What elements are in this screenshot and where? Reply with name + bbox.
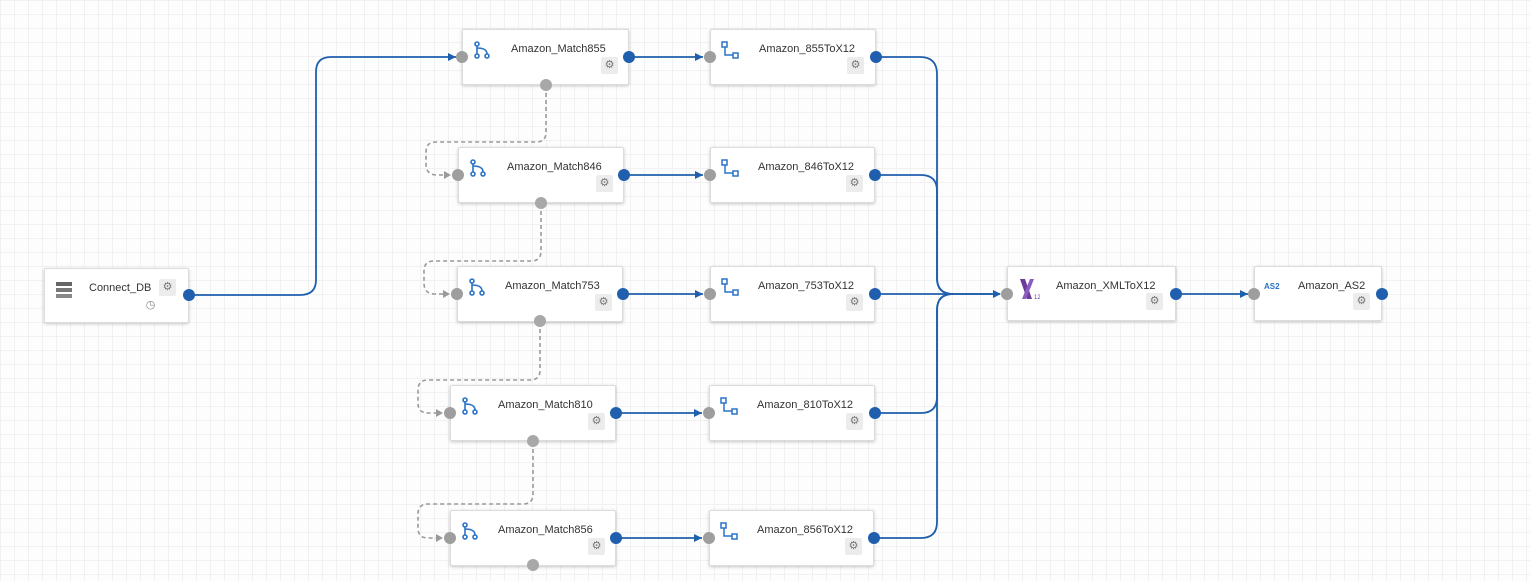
gear-icon[interactable]: ⚙	[588, 538, 605, 555]
input-port[interactable]	[704, 288, 716, 300]
database-icon	[56, 282, 72, 298]
gear-icon[interactable]: ⚙	[596, 175, 613, 192]
gear-icon[interactable]: ⚙	[846, 294, 863, 311]
fallback-port[interactable]	[534, 315, 546, 327]
node-label: Amazon_Match753	[505, 280, 600, 292]
gear-icon[interactable]: ⚙	[601, 57, 618, 74]
fork-icon	[462, 397, 478, 415]
output-port[interactable]	[183, 289, 195, 301]
input-port[interactable]	[1001, 288, 1013, 300]
input-port[interactable]	[456, 51, 468, 63]
node-label: Amazon_856ToX12	[757, 524, 854, 536]
node-amazon-as2[interactable]: AS2 Amazon_AS2 ⚙	[1254, 266, 1382, 321]
arrowheads	[448, 53, 1248, 542]
dashed-link-855-846	[425, 86, 547, 176]
output-port[interactable]	[618, 169, 630, 181]
fallback-port[interactable]	[527, 559, 539, 571]
node-label: Amazon_Match856	[498, 524, 593, 536]
node-connect-db[interactable]: Connect_DB ⚙ ◷	[44, 268, 189, 323]
input-port[interactable]	[703, 407, 715, 419]
output-port[interactable]	[868, 532, 880, 544]
x12-icon: 12	[1020, 279, 1040, 300]
output-port[interactable]	[1376, 288, 1388, 300]
input-port[interactable]	[444, 532, 456, 544]
node-label: Amazon_753ToX12	[758, 280, 855, 292]
output-port[interactable]	[870, 51, 882, 63]
fallback-port[interactable]	[535, 197, 547, 209]
svg-text:12: 12	[1034, 295, 1040, 300]
node-label: Amazon_AS2	[1298, 280, 1366, 292]
mapping-icon	[721, 41, 739, 59]
node-label: Amazon_Match846	[507, 161, 602, 173]
dashed-link-753-810	[417, 322, 541, 414]
node-amazon-846tox12[interactable]: Amazon_846ToX12 ⚙	[710, 147, 875, 203]
node-label: Connect_DB	[89, 282, 152, 294]
link-x846-xml	[875, 174, 954, 295]
gear-icon[interactable]: ⚙	[1146, 293, 1163, 310]
node-label: Amazon_Match855	[511, 43, 606, 55]
link-x856-xml	[874, 293, 954, 539]
fallback-port[interactable]	[540, 79, 552, 91]
fork-icon	[462, 522, 478, 540]
as2-icon: AS2	[1264, 282, 1280, 291]
gear-icon[interactable]: ⚙	[595, 294, 612, 311]
gear-icon[interactable]: ⚙	[847, 57, 864, 74]
node-amazon-match810[interactable]: Amazon_Match810 ⚙	[450, 385, 616, 441]
dashed-link-810-856	[417, 442, 534, 539]
output-port[interactable]	[610, 532, 622, 544]
input-port[interactable]	[703, 532, 715, 544]
mapping-icon	[720, 397, 738, 415]
gear-icon[interactable]: ⚙	[845, 538, 862, 555]
node-amazon-match855[interactable]: Amazon_Match855 ⚙	[462, 29, 629, 85]
node-amazon-xmltox12[interactable]: 12 Amazon_XMLToX12 ⚙	[1007, 266, 1176, 321]
gear-icon[interactable]: ⚙	[846, 413, 863, 430]
link-connectdb-match855	[189, 56, 456, 296]
mapping-icon	[720, 522, 738, 540]
input-port[interactable]	[1248, 288, 1260, 300]
fork-icon	[469, 278, 485, 296]
output-port[interactable]	[623, 51, 635, 63]
output-port[interactable]	[869, 288, 881, 300]
node-label: Amazon_Match810	[498, 399, 593, 411]
fork-icon	[474, 41, 490, 59]
gear-icon[interactable]: ⚙	[159, 279, 176, 296]
node-label: Amazon_XMLToX12	[1056, 280, 1156, 292]
input-port[interactable]	[451, 288, 463, 300]
input-port[interactable]	[452, 169, 464, 181]
node-amazon-855tox12[interactable]: Amazon_855ToX12 ⚙	[710, 29, 876, 85]
node-amazon-match753[interactable]: Amazon_Match753 ⚙	[457, 266, 623, 322]
link-x810-xml	[875, 293, 954, 414]
dashed-link-846-753	[423, 204, 542, 295]
fork-icon	[470, 159, 486, 177]
node-amazon-753tox12[interactable]: Amazon_753ToX12 ⚙	[710, 266, 875, 322]
node-amazon-856tox12[interactable]: Amazon_856ToX12 ⚙	[709, 510, 874, 566]
output-port[interactable]	[1170, 288, 1182, 300]
node-label: Amazon_855ToX12	[759, 43, 856, 55]
output-port[interactable]	[617, 288, 629, 300]
input-port[interactable]	[704, 51, 716, 63]
input-port[interactable]	[704, 169, 716, 181]
node-amazon-match856[interactable]: Amazon_Match856 ⚙	[450, 510, 616, 566]
output-port[interactable]	[869, 407, 881, 419]
node-amazon-810tox12[interactable]: Amazon_810ToX12 ⚙	[709, 385, 875, 441]
gear-icon[interactable]: ⚙	[846, 175, 863, 192]
node-amazon-match846[interactable]: Amazon_Match846 ⚙	[458, 147, 624, 203]
gear-icon[interactable]: ⚙	[1353, 293, 1370, 310]
mapping-icon	[721, 159, 739, 177]
input-port[interactable]	[444, 407, 456, 419]
node-label: Amazon_846ToX12	[758, 161, 855, 173]
gear-icon[interactable]: ⚙	[588, 413, 605, 430]
node-label: Amazon_810ToX12	[757, 399, 854, 411]
fallback-port[interactable]	[527, 435, 539, 447]
clock-icon: ◷	[145, 299, 156, 311]
mapping-icon	[721, 278, 739, 296]
output-port[interactable]	[610, 407, 622, 419]
output-port[interactable]	[869, 169, 881, 181]
